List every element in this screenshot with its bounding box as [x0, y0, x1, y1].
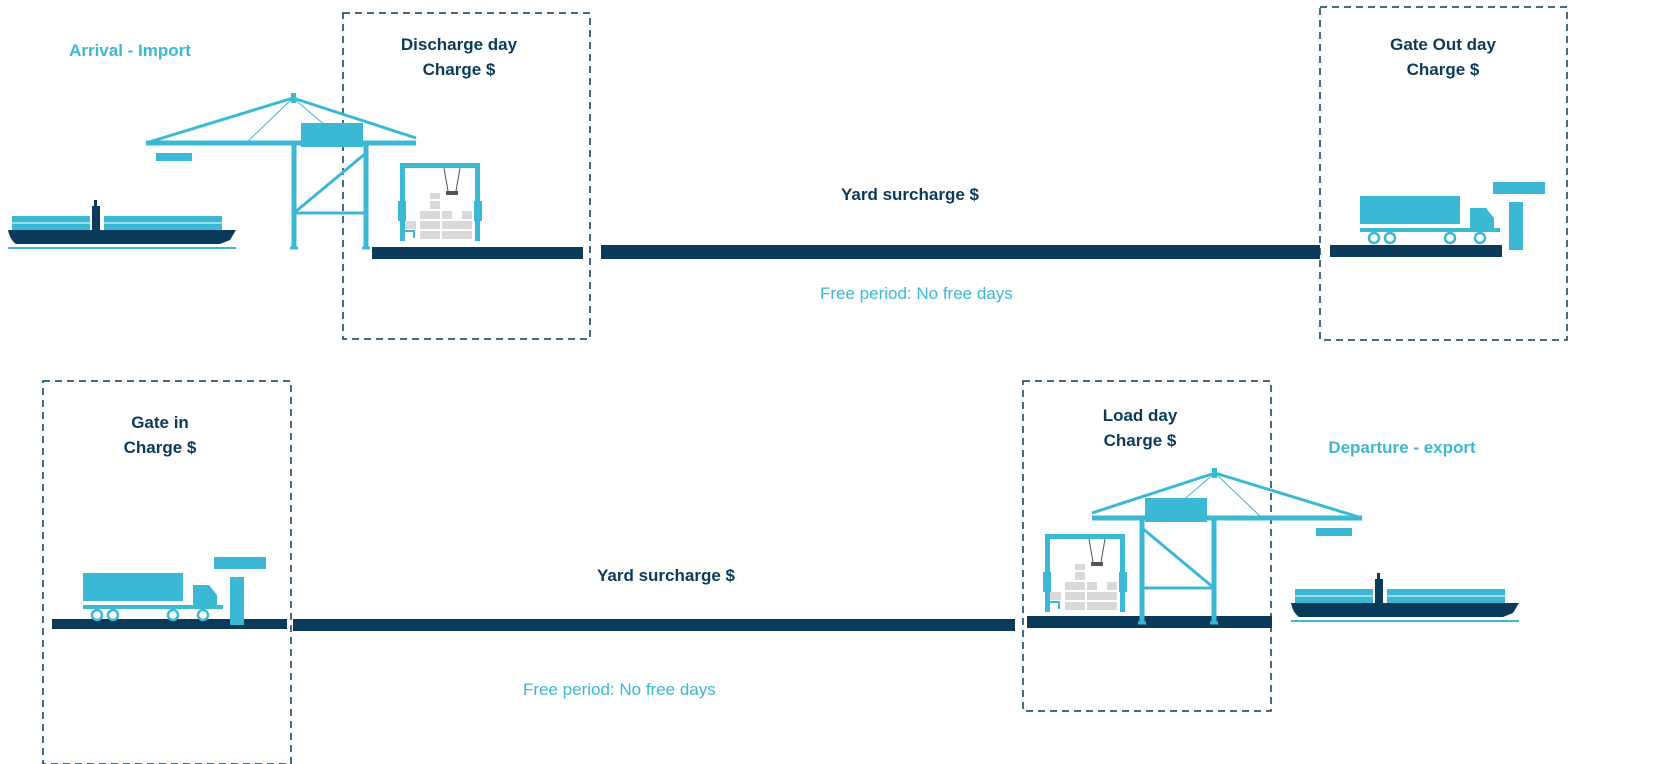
truck-icon	[1360, 196, 1500, 243]
gate-in-line1: Gate in	[60, 410, 260, 435]
departure-export-title: Departure - export	[1300, 435, 1504, 460]
gate-icon	[1493, 182, 1545, 250]
gate-out-day-line1: Gate Out day	[1343, 32, 1543, 57]
yard-surcharge-export-label: Yard surcharge $	[566, 563, 766, 588]
yard-timeline-import	[601, 245, 1320, 259]
gate-icon	[214, 557, 266, 625]
container-ship-icon	[8, 200, 236, 248]
load-day-label: Load day Charge $	[1040, 403, 1240, 453]
free-period-import-label: Free period: No free days	[820, 284, 1013, 304]
quay-line	[372, 247, 583, 259]
departure-export-label: Departure - export	[1300, 435, 1504, 460]
straddle-carrier-icon	[398, 163, 482, 241]
yard-surcharge-import-text: Yard surcharge $	[810, 182, 1010, 207]
yard-surcharge-import-label: Yard surcharge $	[810, 182, 1010, 207]
free-period-export-text: Free period: No free days	[523, 680, 716, 699]
gate-line	[52, 619, 287, 629]
gate-out-day-label: Gate Out day Charge $	[1343, 32, 1543, 82]
container-ship-icon	[1291, 573, 1519, 621]
discharge-day-label: Discharge day Charge $	[359, 32, 559, 82]
quay-line	[1027, 616, 1272, 628]
arrival-import-label: Arrival - Import	[40, 38, 220, 63]
gate-out-day-line2: Charge $	[1343, 57, 1543, 82]
discharge-day-line2: Charge $	[359, 57, 559, 82]
yard-surcharge-export-text: Yard surcharge $	[566, 563, 766, 588]
straddle-carrier-icon	[1043, 534, 1127, 612]
yard-timeline-export	[293, 619, 1015, 631]
gate-line	[1330, 245, 1502, 257]
truck-icon	[83, 573, 223, 620]
gate-in-label: Gate in Charge $	[60, 410, 260, 460]
load-day-line2: Charge $	[1040, 428, 1240, 453]
free-period-import-text: Free period: No free days	[820, 284, 1013, 303]
gate-in-line2: Charge $	[60, 435, 260, 460]
free-period-export-label: Free period: No free days	[523, 680, 716, 700]
discharge-day-line1: Discharge day	[359, 32, 559, 57]
load-day-line1: Load day	[1040, 403, 1240, 428]
arrival-import-title: Arrival - Import	[40, 38, 220, 63]
